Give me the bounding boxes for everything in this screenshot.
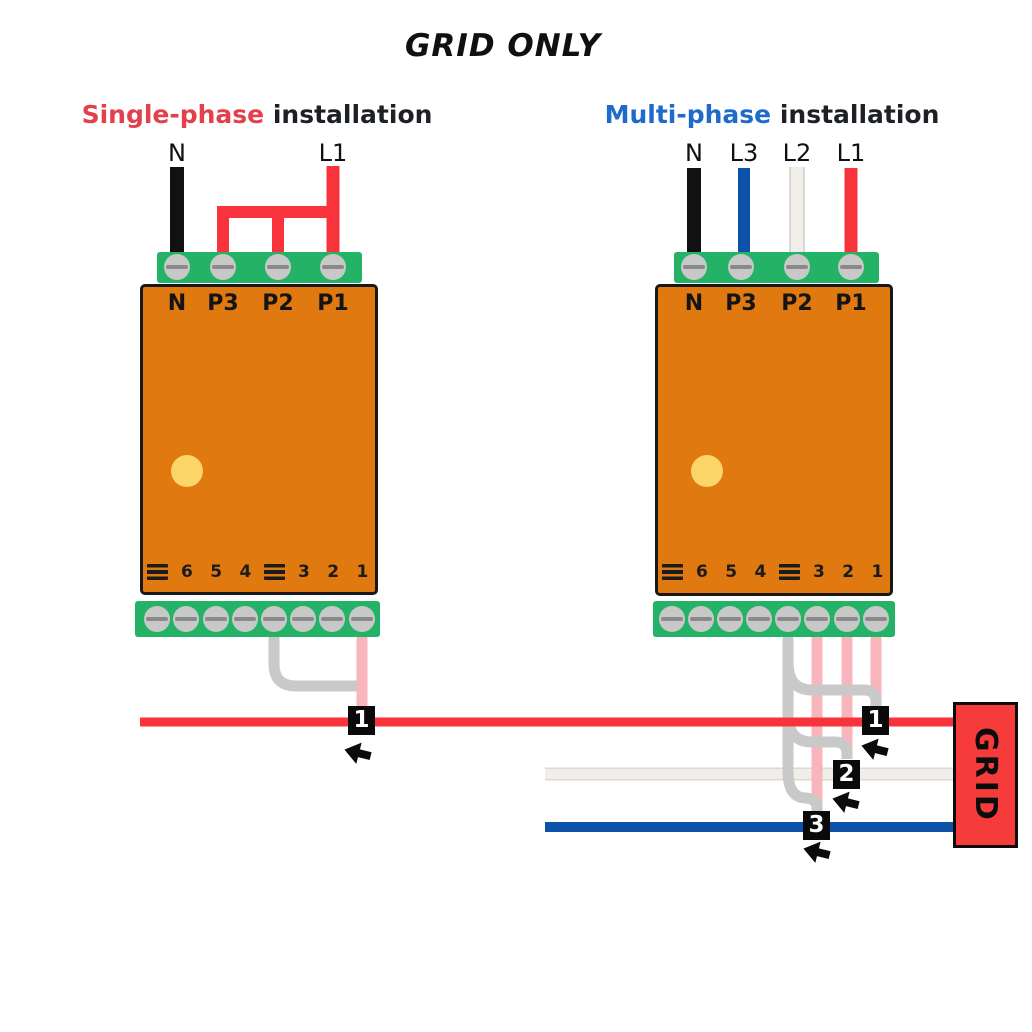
screw-icon: [834, 606, 860, 632]
terminal-number: 2: [327, 562, 340, 582]
supply-label-l1-left: L1: [318, 139, 348, 167]
terminal-number: 1: [871, 562, 884, 582]
status-led-icon: [691, 455, 723, 487]
terminal-number: 3: [297, 562, 310, 582]
heading-accent: Multi-phase: [604, 100, 772, 129]
screw-icon: [349, 606, 375, 632]
screw-icon: [144, 606, 170, 632]
screw-icon: [290, 606, 316, 632]
screw-icon: [173, 606, 199, 632]
screw-icon: [319, 606, 345, 632]
bottom-terminal-labels-left: 6 5 4 3 2 1: [143, 561, 377, 583]
terminal-label-p2: P2: [781, 291, 813, 316]
screw-icon: [203, 606, 229, 632]
terminal-label-p1: P1: [317, 291, 349, 316]
screw-icon: [717, 606, 743, 632]
ct-position-badge: 1: [862, 706, 889, 735]
screw-icon: [728, 254, 754, 280]
ct-arrow-icon: [861, 738, 889, 760]
supply-label-l1-right: L1: [836, 139, 866, 167]
ct-arrow-icon: [344, 742, 372, 764]
single-phase-heading: Single-phase installation: [82, 100, 433, 129]
heading-accent: Single-phase: [81, 100, 265, 129]
terminal-number: 5: [210, 562, 223, 582]
supply-label-n-right: N: [685, 139, 703, 167]
triple-bar-icon: [658, 561, 687, 583]
terminal-number: 6: [180, 562, 193, 582]
ct-position-badge: 2: [833, 760, 860, 789]
screw-icon: [210, 254, 236, 280]
terminal-number: 4: [754, 562, 767, 582]
terminal-number: 5: [725, 562, 738, 582]
ct-arrow-icon: [803, 841, 831, 863]
ct-grey-wire-left: [268, 634, 357, 692]
screw-icon: [681, 254, 707, 280]
screw-icon: [320, 254, 346, 280]
terminal-label-n: N: [167, 291, 187, 316]
terminal-number: 1: [356, 562, 369, 582]
triple-bar-icon: [260, 561, 289, 583]
terminal-label-n: N: [684, 291, 704, 316]
terminal-label-p3: P3: [207, 291, 239, 316]
ct-grey-wire-phase1: [782, 634, 882, 707]
screw-icon: [688, 606, 714, 632]
l1-jumper-p3: [217, 206, 333, 260]
supply-label-l3-right: L3: [729, 139, 759, 167]
bottom-terminal-labels-right: 6 5 4 3 2 1: [658, 561, 892, 583]
screw-icon: [804, 606, 830, 632]
screw-icon: [659, 606, 685, 632]
supply-label-n-left: N: [168, 139, 186, 167]
screw-icon: [261, 606, 287, 632]
screw-icon: [863, 606, 889, 632]
terminal-label-p1: P1: [835, 291, 867, 316]
ct-arrow-icon: [832, 791, 860, 813]
page-title: GRID ONLY: [404, 28, 602, 64]
ct-grey-wire-phase3: [782, 634, 823, 811]
terminal-number: 3: [812, 562, 825, 582]
grid-source-box: GRID: [953, 702, 1018, 848]
heading-rest: installation: [771, 100, 940, 129]
triple-bar-icon: [775, 561, 804, 583]
top-terminal-strip-left: [157, 252, 362, 283]
terminal-label-p3: P3: [725, 291, 757, 316]
screw-icon: [265, 254, 291, 280]
multi-phase-heading: Multi-phase installation: [605, 100, 940, 129]
heading-rest: installation: [264, 100, 433, 129]
screw-icon: [838, 254, 864, 280]
terminal-number: 6: [695, 562, 708, 582]
grid-source-label: GRID: [968, 727, 1003, 823]
bottom-terminal-strip-right: [653, 601, 895, 637]
ct-position-badge: 1: [348, 706, 375, 735]
triple-bar-icon: [143, 561, 172, 583]
terminal-number: 4: [239, 562, 252, 582]
top-terminal-strip-right: [674, 252, 879, 283]
energy-meter-right: [655, 284, 893, 596]
screw-icon: [775, 606, 801, 632]
ct-position-badge: 3: [803, 811, 830, 840]
screw-icon: [784, 254, 810, 280]
terminal-label-p2: P2: [262, 291, 294, 316]
terminal-number: 2: [842, 562, 855, 582]
screw-icon: [232, 606, 258, 632]
status-led-icon: [171, 455, 203, 487]
screw-icon: [746, 606, 772, 632]
screw-icon: [164, 254, 190, 280]
supply-label-l2-right: L2: [782, 139, 812, 167]
energy-meter-left: [140, 284, 378, 595]
